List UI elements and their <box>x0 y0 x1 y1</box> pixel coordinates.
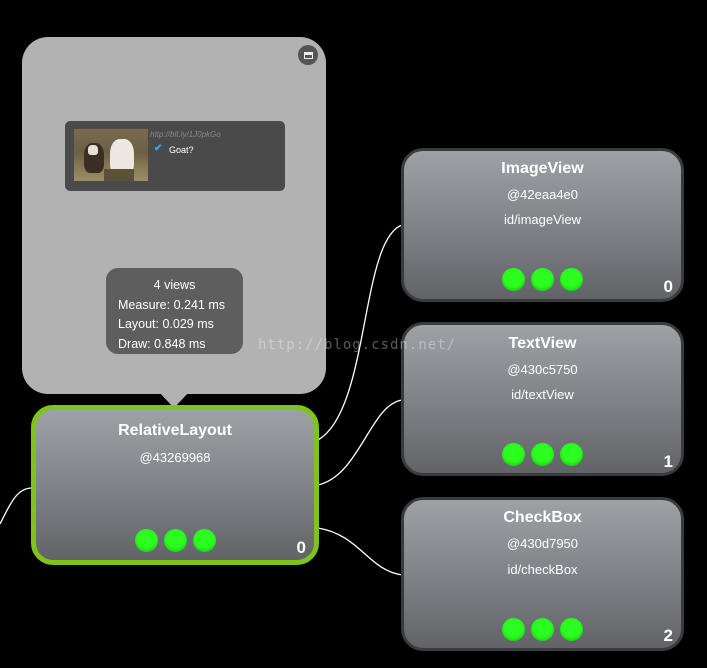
draw-status-dot <box>192 529 216 552</box>
expand-window-icon[interactable] <box>298 45 318 65</box>
preview-pointer <box>159 392 189 408</box>
status-dots <box>404 618 681 641</box>
node-relativelayout[interactable]: RelativeLayout @43269968 0 <box>31 405 319 565</box>
view-preview-popup: http://bit.ly/1J0pkGo ✔ Goat? <box>22 37 326 408</box>
node-title: CheckBox <box>503 509 582 526</box>
layout-status-dot <box>531 443 554 466</box>
node-imageview[interactable]: ImageView @42eaa4e0 id/imageView 0 <box>401 148 684 302</box>
goat-photo <box>74 129 148 181</box>
measure-time: Measure: 0.241 ms <box>118 297 225 312</box>
node-index: 1 <box>663 452 673 471</box>
node-hash: @430c5750 <box>507 362 578 377</box>
draw-status-dot <box>560 268 583 291</box>
node-index: 2 <box>663 626 673 645</box>
node-hash: @42eaa4e0 <box>506 187 579 202</box>
checkmark-icon: ✔ <box>154 143 163 154</box>
node-title: ImageView <box>501 160 584 177</box>
node-title: RelativeLayout <box>118 422 232 439</box>
connector-relative-to-textview <box>317 399 403 486</box>
draw-status-dot <box>560 618 583 641</box>
layout-status-dot <box>531 618 554 641</box>
draw-time: Draw: 0.848 ms <box>118 336 206 351</box>
node-title: TextView <box>508 335 577 352</box>
draw-status-dot <box>560 443 583 466</box>
node-hash: @43269968 <box>139 450 211 465</box>
layout-status-dot <box>163 529 187 552</box>
connector-relative-to-checkbox <box>317 527 403 576</box>
node-index: 0 <box>663 277 673 296</box>
node-id: id/imageView <box>503 212 582 227</box>
device-checkbox-label: Goat? <box>169 145 194 155</box>
node-hash: @430d7950 <box>506 536 579 551</box>
node-checkbox[interactable]: CheckBox @430d7950 id/checkBox 2 <box>401 497 684 651</box>
layout-status-dot <box>531 268 554 291</box>
status-dots <box>36 529 314 552</box>
status-dots <box>404 268 681 291</box>
view-count: 4 views <box>153 278 196 292</box>
watermark: http://blog.csdn.net/ <box>258 337 457 353</box>
device-url-text: http://bit.ly/1J0pkGo <box>150 130 221 139</box>
measure-status-dot <box>502 618 525 641</box>
status-dots <box>404 443 681 466</box>
measure-status-dot <box>502 443 525 466</box>
device-screen-preview: http://bit.ly/1J0pkGo ✔ Goat? <box>65 121 285 191</box>
measure-status-dot <box>134 529 158 552</box>
node-index: 0 <box>296 538 306 557</box>
connector-parent-to-relative <box>0 487 33 525</box>
measure-status-dot <box>502 268 525 291</box>
node-id: id/checkBox <box>507 562 578 577</box>
connector-relative-to-imageview <box>317 224 403 441</box>
layout-time: Layout: 0.029 ms <box>118 317 214 331</box>
node-id: id/textView <box>511 387 574 402</box>
node-textview[interactable]: TextView @430c5750 id/textView 1 <box>401 322 684 476</box>
timing-stats-tooltip: 4 views Measure: 0.241 ms Layout: 0.029 … <box>106 268 243 354</box>
